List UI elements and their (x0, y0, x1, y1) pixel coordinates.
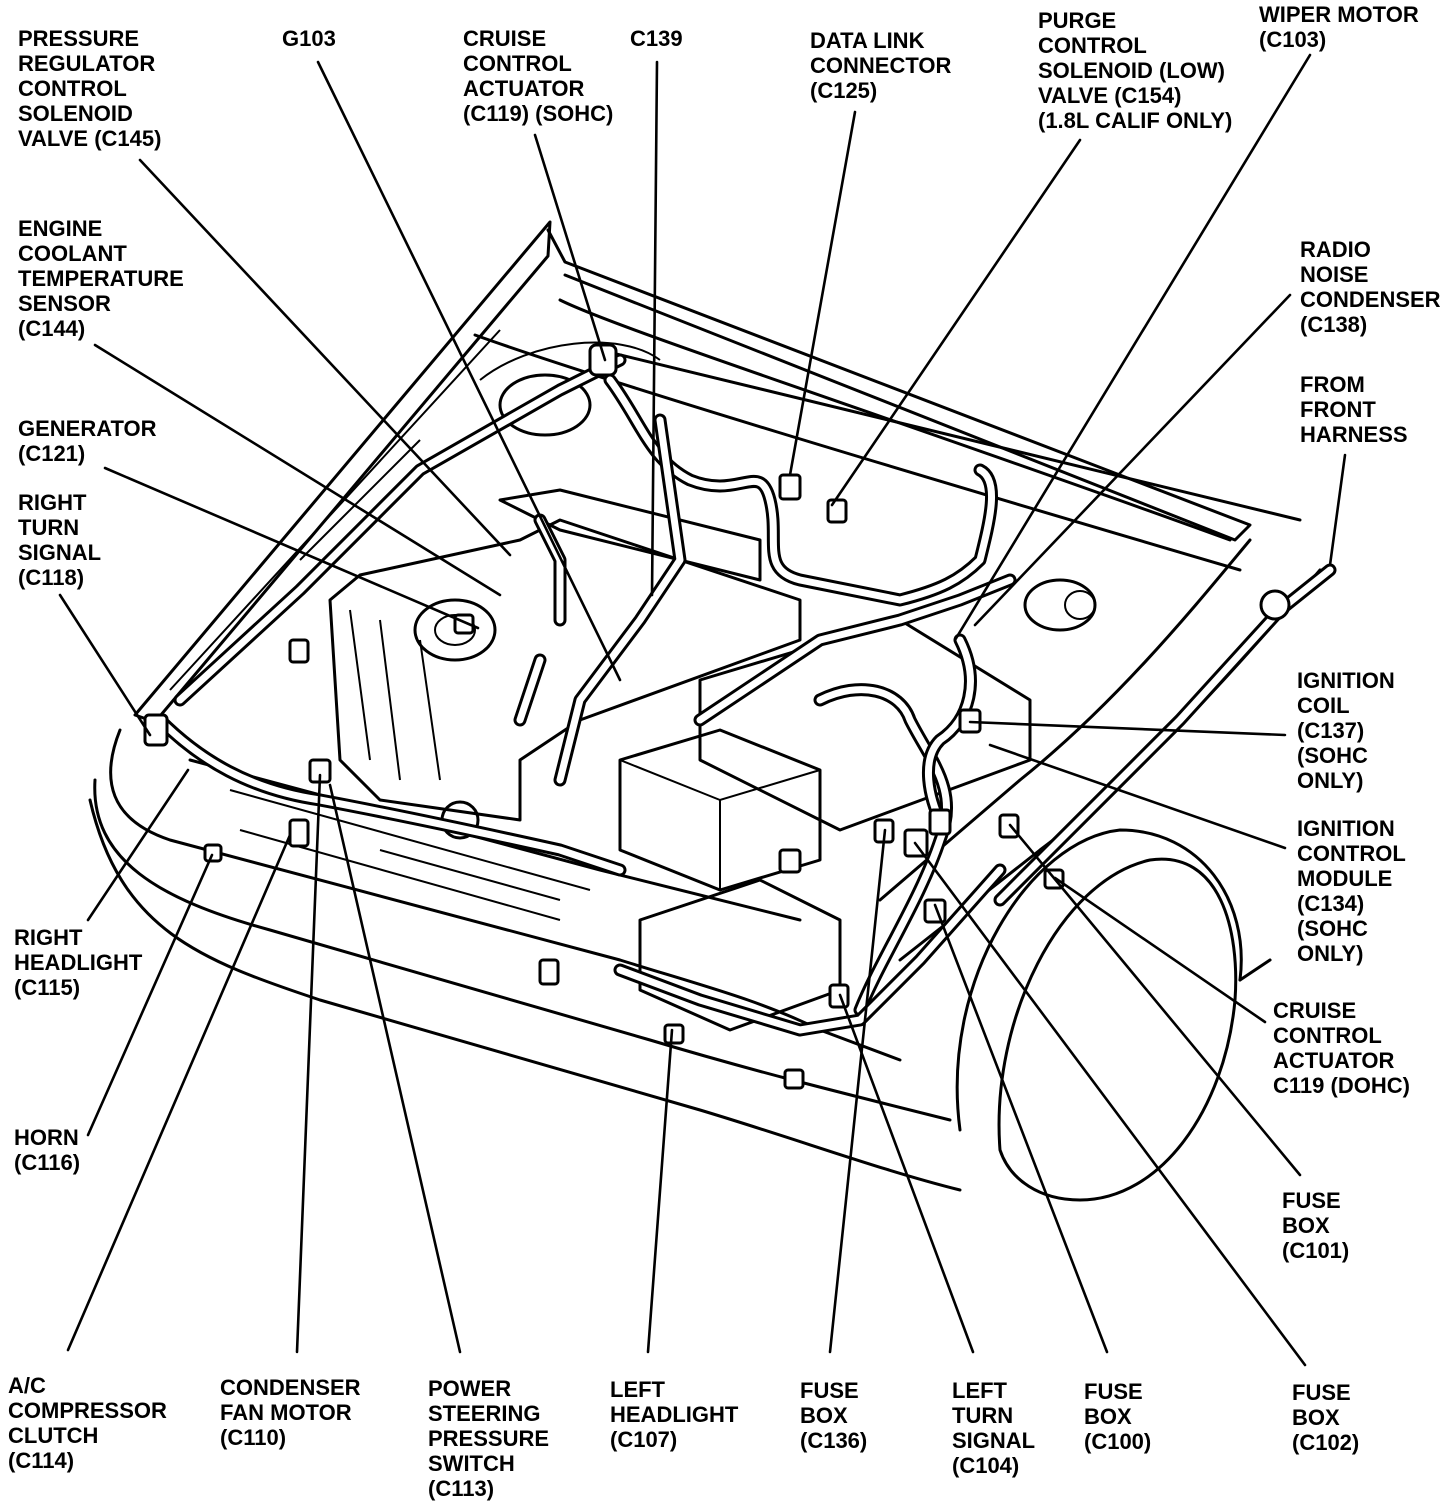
label-wiper-motor: WIPER MOTOR (C103) (1259, 2, 1425, 52)
cowl (473, 333, 1242, 572)
label-coolant-sensor: ENGINE COOLANT TEMPERATURE SENSOR (C144) (18, 216, 190, 341)
label-power-steering: POWER STEERING PRESSURE SWITCH (C113) (428, 1376, 555, 1501)
label-left-turn: LEFT TURN SIGNAL (C104) (952, 1378, 1041, 1478)
label-radio-noise: RADIO NOISE CONDENSER (C138) (1300, 237, 1447, 337)
label-ac-compressor: A/C COMPRESSOR CLUTCH (C114) (8, 1373, 173, 1473)
label-fuse-c100: FUSE BOX (C100) (1084, 1379, 1151, 1454)
label-right-headlight: RIGHT HEADLIGHT (C115) (14, 925, 148, 1000)
left-fender (878, 538, 1252, 902)
label-g103: G103 (282, 26, 336, 51)
wiring-harness (153, 353, 1337, 1037)
label-pressure-regulator: PRESSURE REGULATOR CONTROL SOLENOID VALV… (18, 26, 161, 151)
label-generator: GENERATOR (C121) (18, 416, 163, 466)
label-left-headlight: LEFT HEADLIGHT (C107) (610, 1377, 744, 1452)
wheel (997, 857, 1238, 1202)
label-ignition-coil: IGNITION COIL (C137) (SOHC ONLY) (1297, 668, 1401, 793)
connectors (143, 343, 1065, 1090)
leader-lines (58, 53, 1347, 1367)
label-c139: C139 (630, 26, 683, 51)
label-cruise-sohc: CRUISE CONTROL ACTUATOR (C119) (SOHC) (463, 26, 613, 126)
label-fuse-c136: FUSE BOX (C136) (800, 1378, 867, 1453)
label-front-harness: FROM FRONT HARNESS (1300, 372, 1408, 447)
label-right-turn: RIGHT TURN SIGNAL (C118) (18, 490, 107, 590)
label-condenser-fan: CONDENSER FAN MOTOR (C110) (220, 1375, 367, 1450)
label-ignition-module: IGNITION CONTROL MODULE (C134) (SOHC ONL… (1297, 816, 1412, 966)
label-data-link: DATA LINK CONNECTOR (C125) (810, 28, 958, 103)
label-horn: HORN (C116) (14, 1125, 85, 1175)
label-fuse-c101: FUSE BOX (C101) (1282, 1188, 1349, 1263)
label-fuse-c102: FUSE BOX (C102) (1292, 1380, 1359, 1455)
label-cruise-dohc: CRUISE CONTROL ACTUATOR C119 (DOHC) (1273, 998, 1410, 1098)
front-bumper (109, 728, 902, 1062)
callout-labels: PRESSURE REGULATOR CONTROL SOLENOID VALV… (8, 2, 1447, 1501)
engine-block (328, 341, 1097, 1032)
label-purge-control: PURGE CONTROL SOLENOID (LOW) VALVE (C154… (1038, 8, 1232, 133)
